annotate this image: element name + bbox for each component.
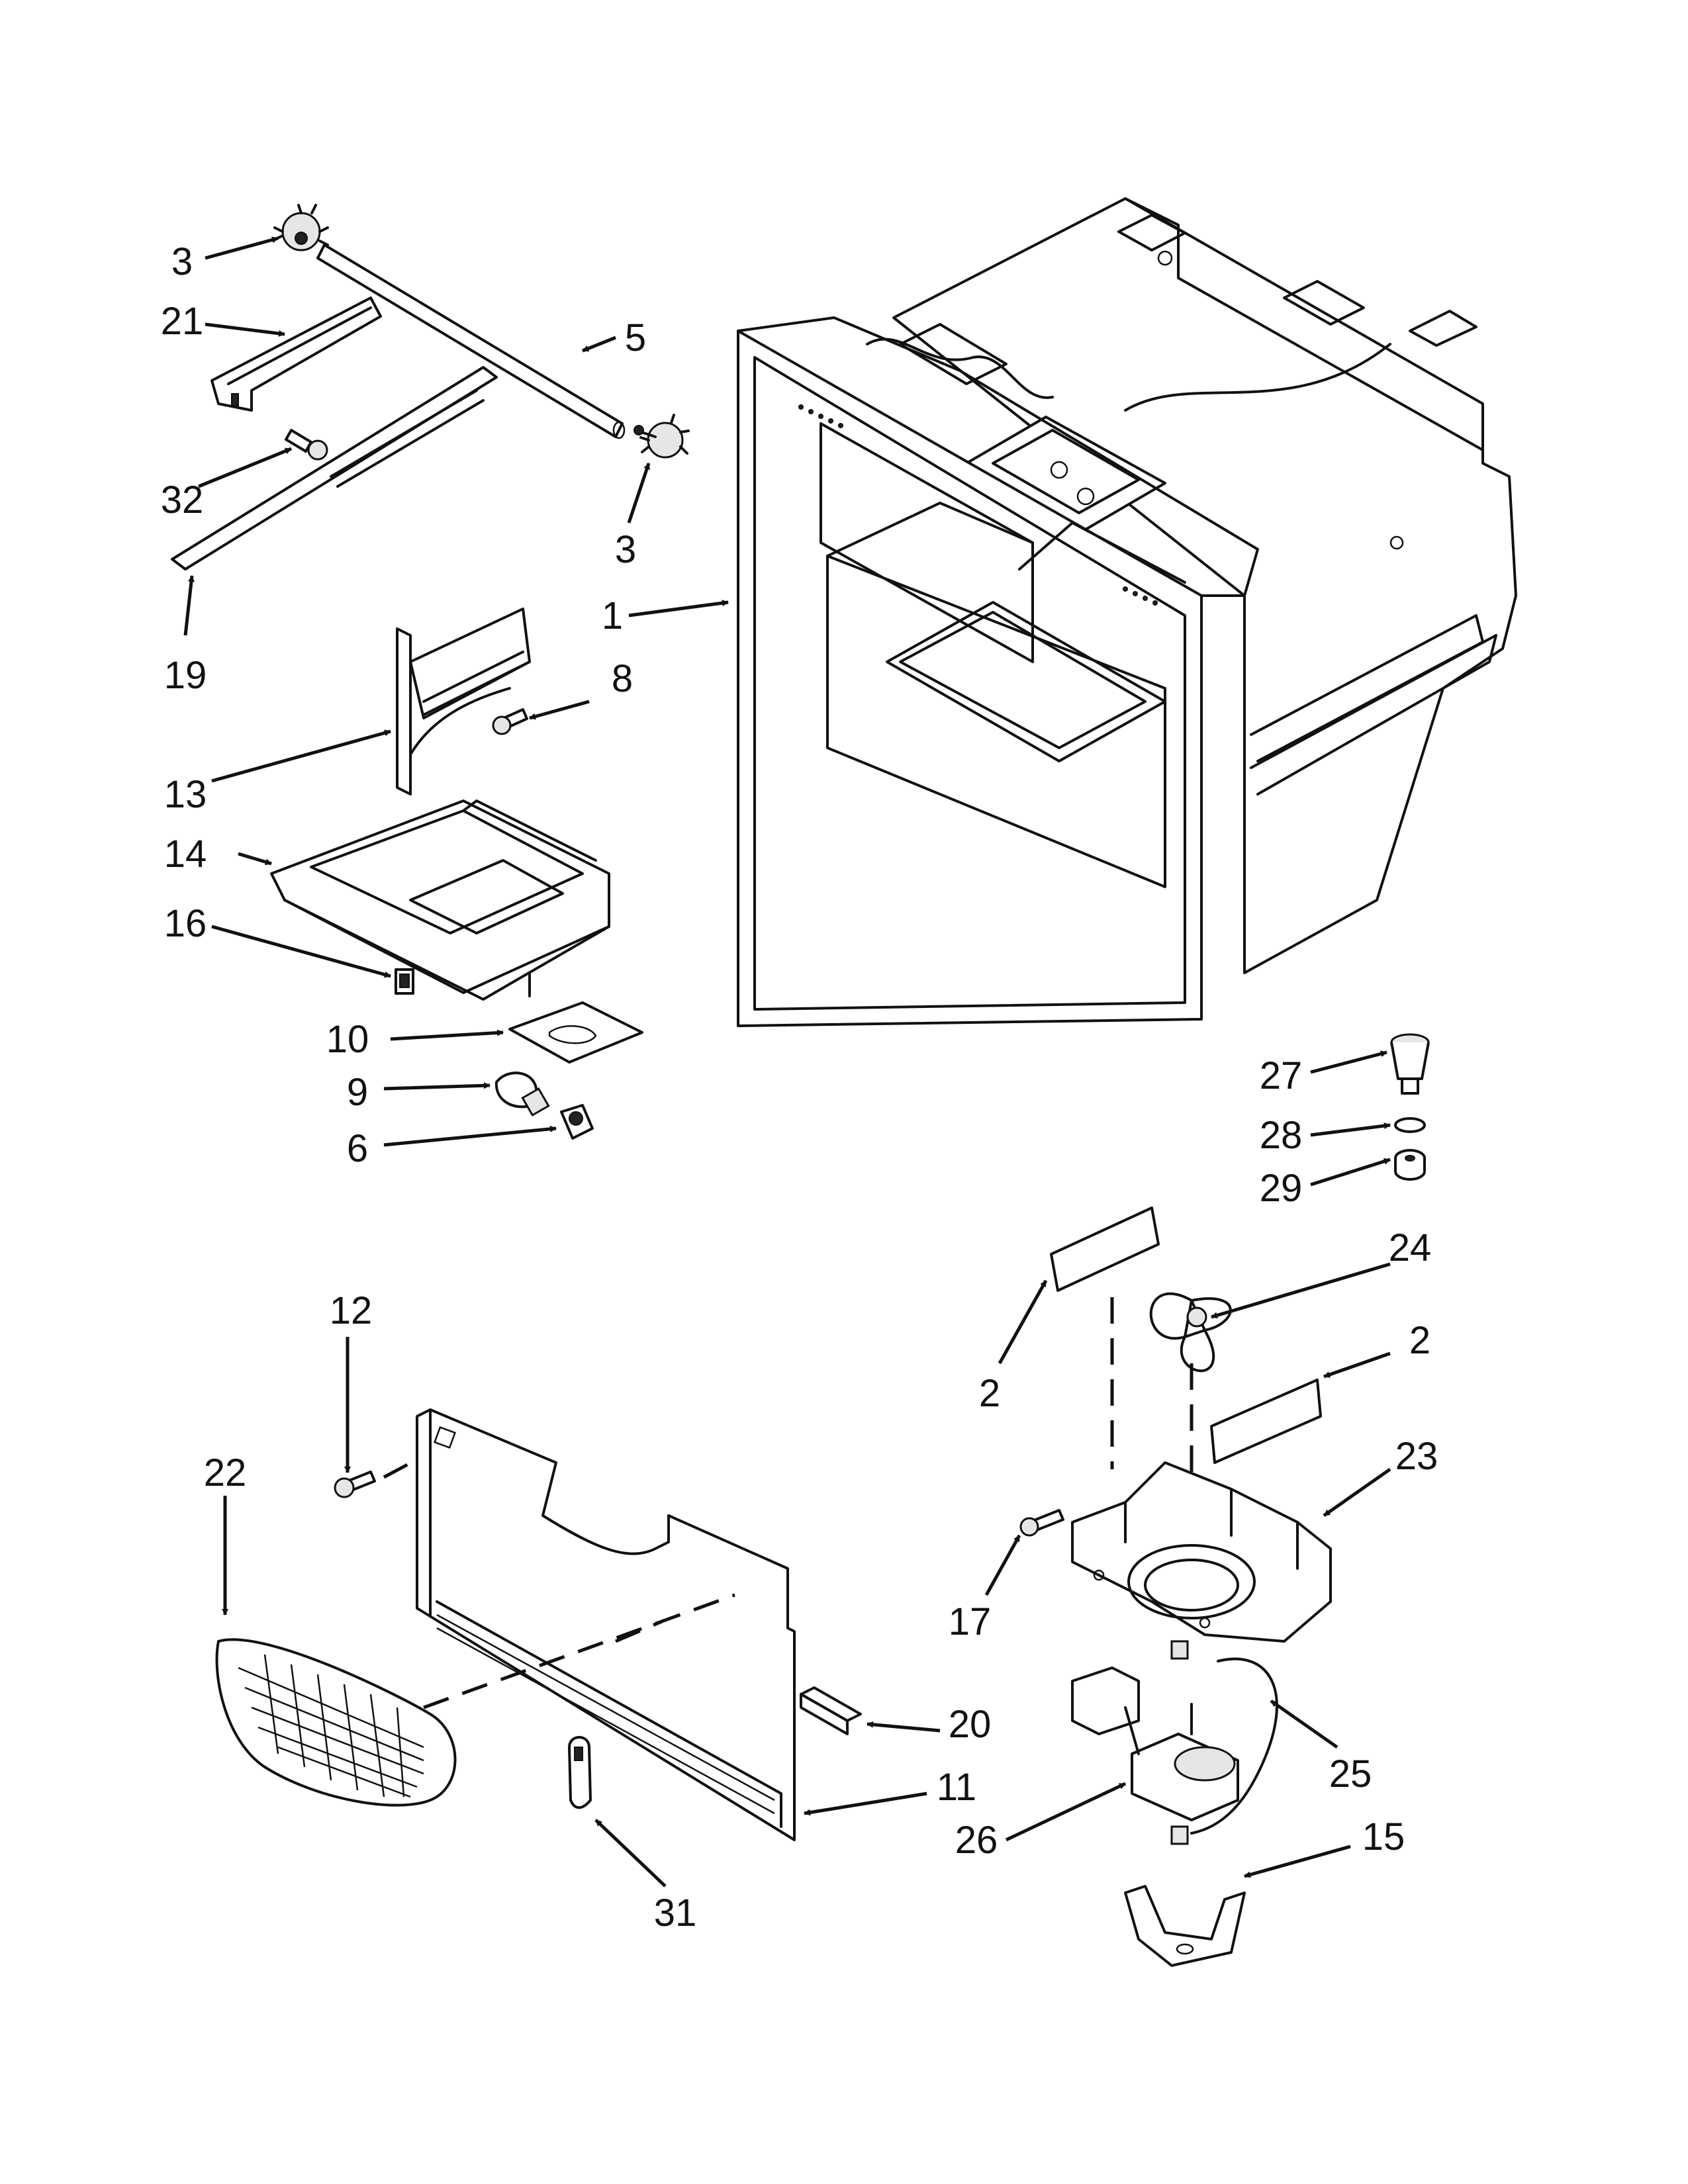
foam-part-2-top xyxy=(1050,1206,1160,1292)
label-part-10 xyxy=(508,1001,643,1064)
fan-shroud-part-23 xyxy=(1071,1461,1332,1643)
slide-rail-part-19 xyxy=(171,366,498,570)
callout-8: 8 xyxy=(612,657,633,700)
callout-2-left: 2 xyxy=(979,1372,1000,1415)
screw-part-12 xyxy=(334,1471,376,1498)
motor-harness-part-25 xyxy=(1170,1640,1278,1845)
callout-10: 10 xyxy=(326,1018,369,1061)
callout-20: 20 xyxy=(949,1703,992,1746)
washer-part-28 xyxy=(1394,1117,1426,1133)
callout-14: 14 xyxy=(164,833,207,876)
motor-bracket-part-15 xyxy=(1124,1885,1246,1967)
callout-2-right: 2 xyxy=(1409,1319,1430,1362)
callout-12: 12 xyxy=(330,1289,373,1332)
bushing-part-29 xyxy=(1394,1149,1426,1181)
fan-blade-part-24 xyxy=(1149,1292,1232,1373)
callout-29: 29 xyxy=(1260,1167,1303,1210)
callout-28: 28 xyxy=(1260,1114,1303,1157)
gear-part-3-top xyxy=(273,204,329,251)
callout-6: 6 xyxy=(347,1127,368,1170)
shaft-part-5 xyxy=(316,244,626,439)
lamp-housing-part-14 xyxy=(270,799,610,1001)
callout-leaders xyxy=(183,236,1391,1888)
callout-21: 21 xyxy=(161,300,204,343)
callout-22: 22 xyxy=(204,1451,247,1494)
freezer-liner-part-1 xyxy=(737,197,1517,1027)
callout-19: 19 xyxy=(164,654,207,697)
callout-9: 9 xyxy=(347,1071,368,1114)
bracket-part-13 xyxy=(396,608,531,796)
callout-31: 31 xyxy=(654,1891,697,1934)
foam-part-2-bottom xyxy=(1210,1379,1322,1464)
callout-24: 24 xyxy=(1389,1226,1432,1269)
callout-11: 11 xyxy=(937,1766,976,1809)
switch-part-16 xyxy=(395,968,414,995)
screw-part-17 xyxy=(1019,1509,1064,1537)
screw-part-32 xyxy=(285,429,328,461)
callout-3-top: 3 xyxy=(171,240,193,283)
thermistor-part-31 xyxy=(568,1736,592,1809)
callout-32: 32 xyxy=(161,478,204,522)
grommet-part-27 xyxy=(1390,1033,1430,1095)
callout-23: 23 xyxy=(1395,1435,1438,1478)
air-panel-part-11 xyxy=(416,1408,796,1841)
filler-part-20 xyxy=(800,1686,862,1735)
callout-5: 5 xyxy=(625,316,646,359)
callout-labels: 3 21 5 32 3 1 19 8 13 14 16 10 9 6 27 28… xyxy=(161,240,1438,1934)
screw-part-8 xyxy=(492,708,528,735)
callout-16: 16 xyxy=(164,902,207,945)
gear-part-3-bottom xyxy=(633,414,690,459)
callout-26: 26 xyxy=(955,1819,998,1862)
callout-1: 1 xyxy=(602,594,623,637)
callout-15: 15 xyxy=(1362,1815,1405,1858)
grille-part-22 xyxy=(215,1638,457,1807)
callout-17: 17 xyxy=(949,1600,992,1643)
bulb-part-9 xyxy=(494,1071,550,1117)
slide-part-21 xyxy=(211,296,382,412)
fan-motor-part-26 xyxy=(1071,1666,1239,1821)
callout-13: 13 xyxy=(164,773,207,816)
socket-part-6 xyxy=(560,1104,594,1140)
callout-25: 25 xyxy=(1329,1752,1372,1796)
callout-27: 27 xyxy=(1260,1054,1303,1097)
callout-3-bottom: 3 xyxy=(615,528,636,571)
